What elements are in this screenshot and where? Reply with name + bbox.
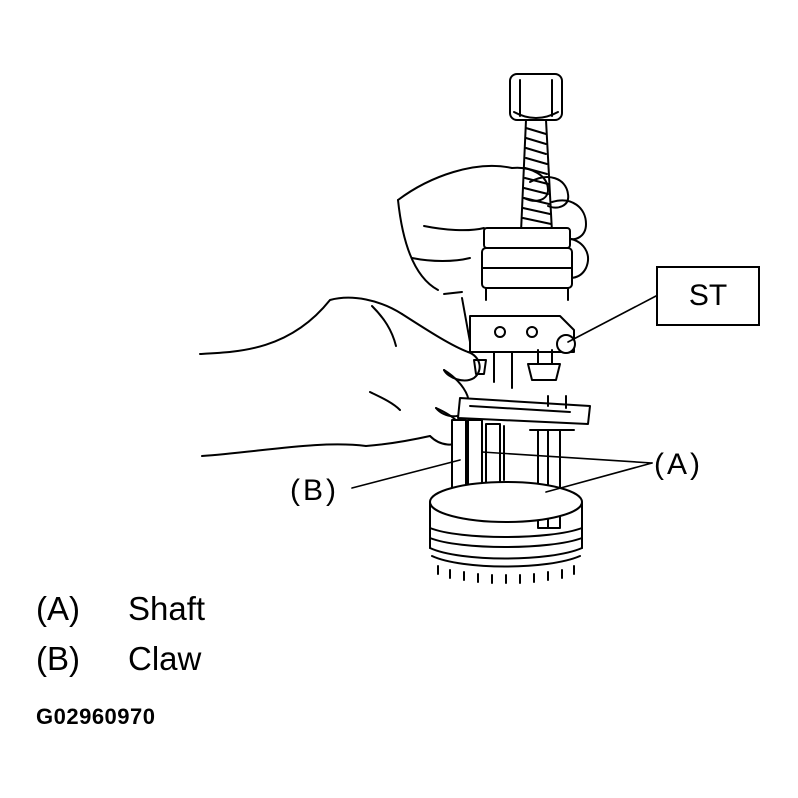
screw-knob: [509, 73, 563, 121]
upper-body: [481, 227, 573, 301]
st-callout-label: ST: [688, 279, 728, 312]
legend-label: Shaft: [128, 590, 206, 627]
threaded-screw: [520, 119, 553, 233]
tool-crossbar: [469, 315, 576, 389]
callout-b: (B): [290, 474, 339, 507]
legend-key: (B): [36, 640, 80, 677]
gear-hub: [429, 481, 583, 584]
leader-lines: [351, 295, 657, 493]
legend-label: Claw: [128, 640, 202, 677]
left-hand: [199, 291, 481, 457]
callout-a: (A): [654, 448, 703, 481]
st-callout-box: ST: [656, 266, 760, 326]
right-hand: [397, 164, 589, 291]
figure-code: G02960970: [36, 704, 156, 729]
legend-key: (A): [36, 590, 80, 627]
measuring-bar: [457, 395, 591, 425]
